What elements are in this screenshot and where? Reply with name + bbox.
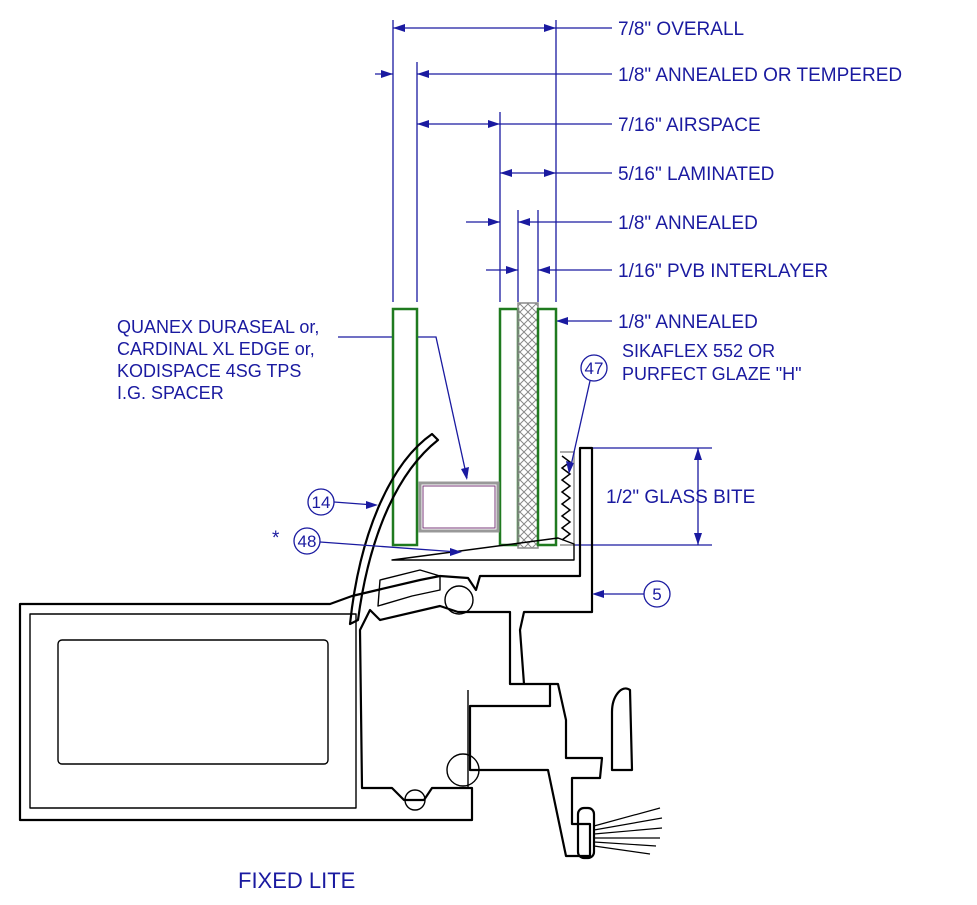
- callout-5: 5: [592, 580, 671, 608]
- ig-spacer: [418, 481, 500, 533]
- lam-outer-ply: [498, 307, 520, 547]
- label-overall: 7/8" OVERALL: [618, 19, 744, 40]
- glazing-bead: [348, 432, 440, 626]
- svg-text:47: 47: [585, 359, 604, 378]
- sealant-note: SIKAFLEX 552 OR PURFECT GLAZE "H": [622, 341, 801, 384]
- label-laminated: 5/16" LAMINATED: [618, 164, 774, 185]
- spacer-note-line2: CARDINAL XL EDGE or,: [117, 339, 315, 359]
- label-airspace: 7/16" AIRSPACE: [618, 115, 761, 136]
- label-lam-inner: 1/8" ANNEALED: [618, 312, 758, 333]
- pvb-interlayer: [517, 302, 539, 549]
- sealant-note-line1: SIKAFLEX 552 OR: [622, 341, 775, 361]
- callout-48: * 48: [272, 527, 462, 556]
- spacer-note-line3: KODISPACE 4SG TPS: [117, 361, 301, 381]
- label-outer-lite: 1/8" ANNEALED OR TEMPERED: [618, 65, 902, 86]
- frame-extrusion: [18, 432, 663, 860]
- asterisk: *: [272, 528, 280, 549]
- glass-unit: [391, 302, 575, 549]
- svg-text:48: 48: [298, 532, 317, 551]
- dimension-lines: [375, 20, 712, 546]
- callout-14: 14: [307, 488, 378, 516]
- spacer-note-line1: QUANEX DURASEAL or,: [117, 317, 319, 337]
- svg-text:14: 14: [312, 493, 331, 512]
- setting-block: [391, 537, 575, 561]
- sealant-bead: [560, 451, 575, 546]
- lam-inner-ply: [536, 307, 558, 547]
- svg-text:5: 5: [652, 585, 661, 604]
- outer-lite: [391, 307, 419, 547]
- sealant-note-line2: PURFECT GLAZE "H": [622, 364, 801, 384]
- label-interlayer: 1/16" PVB INTERLAYER: [618, 261, 828, 282]
- label-lam-outer: 1/8" ANNEALED: [618, 213, 758, 234]
- spacer-note-line4: I.G. SPACER: [117, 383, 224, 403]
- label-glass-bite: 1/2" GLASS BITE: [606, 487, 755, 508]
- drawing-title: FIXED LITE: [238, 868, 355, 893]
- weatherstrip-pile: [593, 807, 663, 855]
- spacer-note: QUANEX DURASEAL or, CARDINAL XL EDGE or,…: [117, 317, 469, 480]
- callout-47: 47: [566, 354, 608, 474]
